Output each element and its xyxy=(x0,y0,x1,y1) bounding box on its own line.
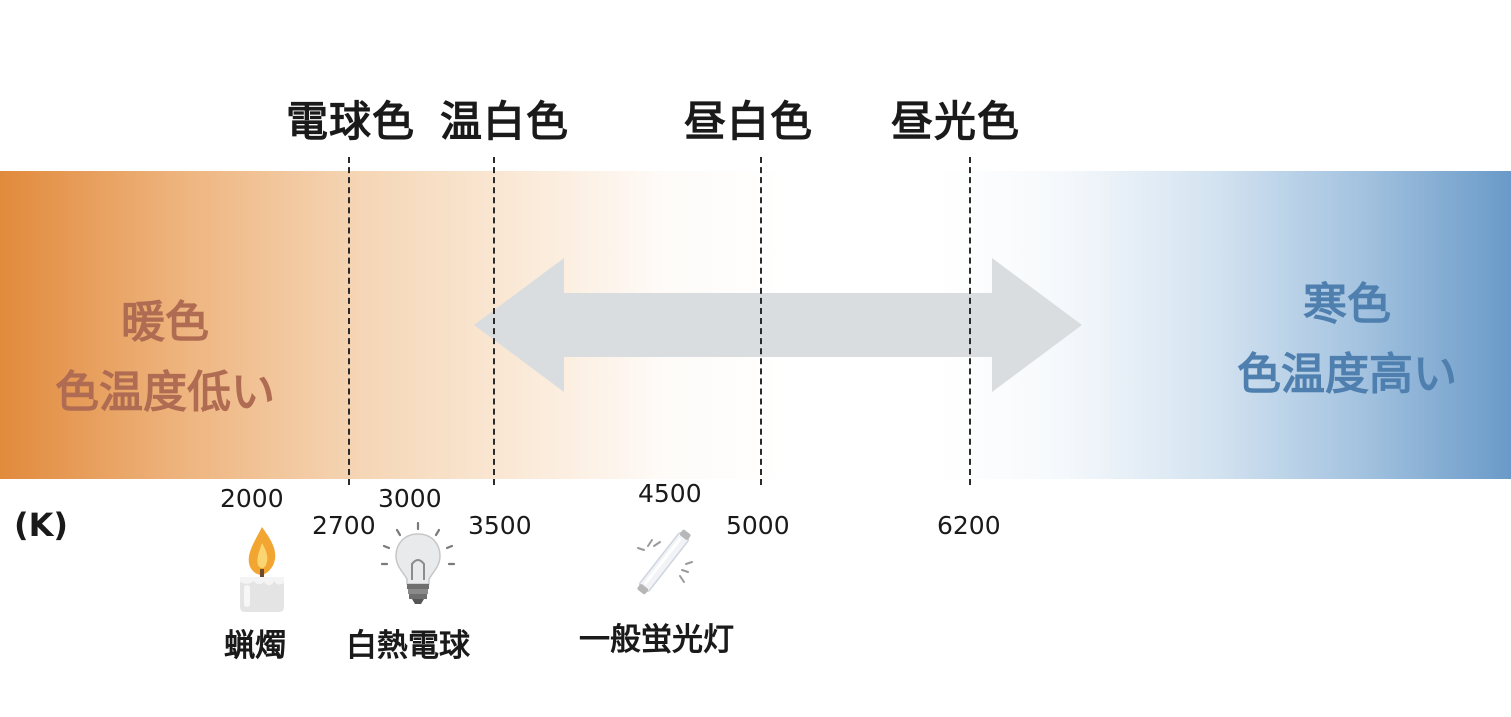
warm-title: 暖色 xyxy=(121,297,209,348)
cool-subtitle: 色温度高い xyxy=(1237,349,1457,401)
source-candle-label: 蝋燭 xyxy=(224,628,286,664)
double-arrow-icon xyxy=(474,258,1082,392)
label-chuko-shoku: 昼光色 xyxy=(891,97,1021,146)
divider-2700 xyxy=(348,157,350,485)
kelvin-3000: 3000 xyxy=(378,484,442,513)
kelvin-4500: 4500 xyxy=(638,479,702,508)
candle-icon xyxy=(240,527,284,612)
divider-3500 xyxy=(493,157,495,485)
label-onpaku-shoku: 温白色 xyxy=(440,97,570,146)
kelvin-6200: 6200 xyxy=(937,511,1001,540)
unit-label: (K) xyxy=(14,506,69,544)
source-incandescent-label: 白熱電球 xyxy=(346,628,470,664)
fluorescent-tube-icon xyxy=(637,529,693,595)
kelvin-3500: 3500 xyxy=(468,511,532,540)
divider-5000 xyxy=(760,157,762,485)
cool-label: 寒色 色温度高い xyxy=(1222,270,1472,411)
label-denkyu-shoku: 電球色 xyxy=(286,97,416,146)
light-bulb-icon xyxy=(380,522,456,604)
kelvin-5000: 5000 xyxy=(726,511,790,540)
label-chuhaku-shoku: 昼白色 xyxy=(684,97,814,146)
divider-6200 xyxy=(969,157,971,485)
kelvin-2000: 2000 xyxy=(220,484,284,513)
cool-title: 寒色 xyxy=(1303,279,1391,330)
source-fluorescent-label: 一般蛍光灯 xyxy=(579,622,734,658)
warm-subtitle: 色温度低い xyxy=(55,367,275,419)
warm-label: 暖色 色温度低い xyxy=(40,288,290,429)
kelvin-2700: 2700 xyxy=(312,511,376,540)
